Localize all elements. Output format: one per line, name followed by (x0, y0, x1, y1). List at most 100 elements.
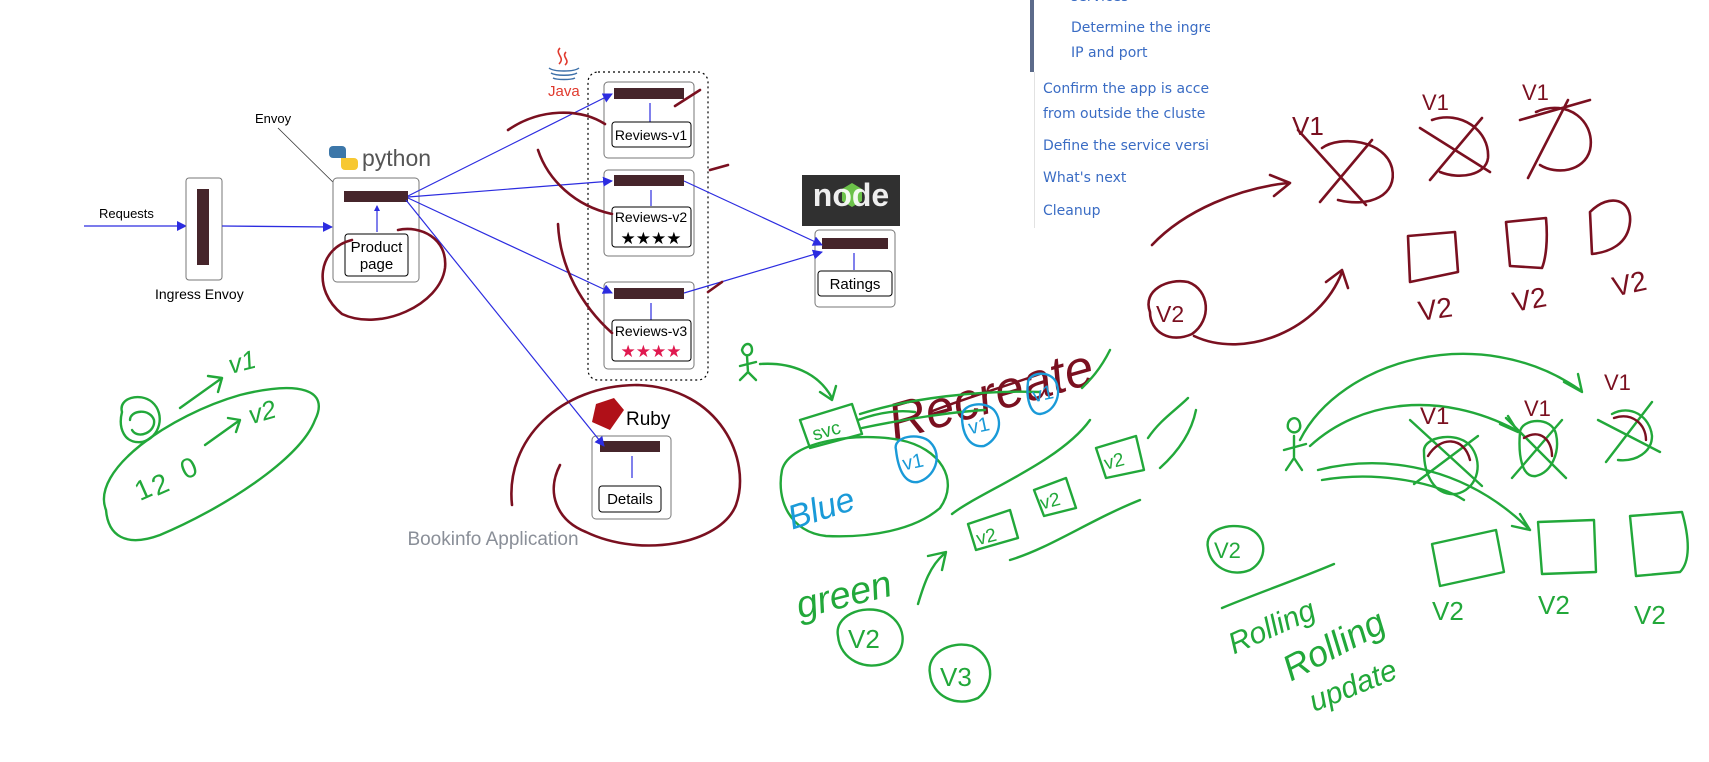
ratings-label-box (817, 270, 893, 297)
productpage-to-reviews-v1-arrow (407, 93, 613, 197)
details-proxy (600, 441, 660, 452)
rolling-v1-pod-1 (1408, 418, 1484, 496)
toc-link-cleanup[interactable]: Cleanup (1043, 203, 1101, 219)
reviews-v2-to-ratings-arrow (683, 180, 823, 246)
docs-toc-sidebar: services Determine the ingre IP and port… (1030, 0, 1210, 228)
envoy-leader-line (277, 127, 344, 193)
reviews-v3-label: Reviews-v3 (615, 323, 688, 339)
pod-ink-circle-a (119, 395, 161, 444)
v1-ink-label-3: V1 (1522, 80, 1549, 105)
toc-link-define-versions[interactable]: Define the service versi (1043, 138, 1210, 154)
rolling-v2-pod-1 (1430, 528, 1506, 588)
blue-v1-label-3: v1 (1030, 381, 1055, 407)
reviews-v2-label-box (611, 206, 692, 248)
reviews-v3-ink-tick (706, 280, 724, 294)
ingress-envoy-proxy (197, 189, 209, 265)
client-to-svc-ink-arrow (758, 362, 838, 402)
toc-edge-line (1034, 72, 1035, 228)
maroon-ink-annotations (321, 88, 742, 547)
nodejs-logo-icon: node (802, 175, 900, 226)
toc-link-whats-next[interactable]: What's next (1043, 170, 1127, 186)
v2-ink-circle-bottom-label: V2 (848, 624, 880, 654)
v1-ink-label-2: V1 (1422, 90, 1449, 115)
rolling-ink-stickman (1282, 417, 1308, 472)
rolling-v1-label-2: V1 (1524, 396, 1551, 421)
rolling-ink-arc-mid (1308, 403, 1520, 448)
rolling-v2-label-2: V2 (1538, 590, 1570, 620)
v2-circle-ink (1147, 279, 1208, 339)
v3-ink-circle (928, 643, 992, 703)
ratings-label: Ratings (830, 276, 881, 293)
toc-link-from-outside[interactable]: from outside the cluste (1043, 106, 1206, 122)
reviews-v3-stars: ★★★★ (621, 342, 682, 361)
blue-v1-pod-1 (894, 435, 938, 484)
toc-link-confirm-app[interactable]: Confirm the app is acce (1043, 81, 1210, 97)
recreate-ink-arrow-top (1150, 173, 1292, 247)
reviews-v1-ink-arc (506, 111, 607, 132)
details-label-box (598, 485, 662, 513)
blue-v1-label-2: v1 (966, 413, 991, 439)
blue-v1-pod-2 (960, 403, 1001, 448)
productpage-label-box (344, 233, 409, 277)
details-ink-circle (510, 383, 742, 547)
productpage-label-line2: page (360, 256, 393, 273)
reviews-v3-ink-arc (556, 222, 614, 335)
rolling-v2-circle (1206, 524, 1265, 574)
details-label: Details (607, 491, 653, 508)
reviews-v2-ink-tick (708, 163, 730, 172)
svc-to-v1-ink-arrows (856, 390, 1042, 430)
rolling-v2-pod-2 (1536, 518, 1598, 576)
reviews-v2-label: Reviews-v2 (615, 209, 688, 225)
svc-ink-box (798, 402, 864, 450)
toc-link-services[interactable]: services (1071, 0, 1128, 6)
ratings-proxy (822, 238, 888, 249)
v1-ink-label: v1 (225, 344, 259, 380)
rolling-v2-pod-3 (1628, 510, 1689, 578)
version-ink-ellipse (102, 386, 321, 542)
reviews-v1-label-box (611, 121, 692, 148)
toc-link-ip-and-port[interactable]: IP and port (1071, 45, 1148, 61)
green-ink-rolling-update: V1 V1 V1 V2 V2 V2 V2 Rolling Rolling upd… (1206, 352, 1689, 719)
rolling-v1-maroon-marks (1426, 415, 1648, 462)
v1-ink-arrow (178, 374, 224, 410)
blue-ink-blob (779, 435, 950, 538)
productpage-to-reviews-v3-arrow (407, 197, 613, 294)
v2-ink-label: v2 (245, 394, 280, 431)
java-logo-text: Java (548, 83, 580, 100)
v1-pod-crossed-3 (1518, 98, 1593, 180)
toc-link-determine-ingress[interactable]: Determine the ingre (1071, 20, 1210, 36)
rolling-ink-arc-top (1298, 352, 1584, 442)
v2-ink-label-3: V2 (1609, 265, 1649, 302)
bookinfo-caption: Bookinfo Application (407, 529, 578, 550)
green-v2-label-2: v2 (1038, 489, 1063, 514)
rolling-v1-pod-2 (1504, 416, 1568, 480)
blue-v1-label-1: v1 (900, 450, 925, 476)
blue-v1-pod-3 (1026, 372, 1060, 416)
reviews-v2-ink-arc (536, 148, 614, 216)
python-logo-icon: python (329, 145, 431, 171)
reviews-v1-ink-tick (673, 88, 702, 108)
green-ink-left: v1 v2 1 2 0 (102, 344, 321, 542)
ruby-logo-icon: Ruby (592, 398, 671, 430)
blue-ink-label: Blue (783, 480, 859, 537)
nodejs-logo-text: node (813, 177, 889, 213)
v1-pod-crossed-2 (1418, 116, 1492, 182)
reviews-v2-proxy (614, 175, 684, 186)
green-v2-label-3: v2 (1102, 449, 1127, 474)
v3-ink-circle-label: V3 (940, 662, 972, 692)
client-ink-stickman (738, 342, 758, 382)
v2-ink-circle-bottom (836, 608, 904, 667)
v2-pod-box-1 (1406, 230, 1460, 284)
v2-ink-label-2: V2 (1510, 281, 1549, 317)
ruby-logo-text: Ruby (626, 409, 671, 430)
toc-active-rail (1030, 0, 1034, 72)
ingress-envoy-label: Ingress Envoy (155, 286, 244, 302)
productpage-label-line1: Product (351, 239, 404, 256)
v2-pod-box-2 (1504, 216, 1549, 270)
reviews-v3-proxy (614, 288, 684, 299)
maroon-ink-recreate: V1 V1 V1 V2 V2 V2 V2 (1147, 80, 1649, 346)
reviews-v3-label-box (611, 319, 692, 362)
pod-ink-circle-b (128, 410, 156, 436)
v1-ink-label-1: V1 (1292, 111, 1324, 141)
